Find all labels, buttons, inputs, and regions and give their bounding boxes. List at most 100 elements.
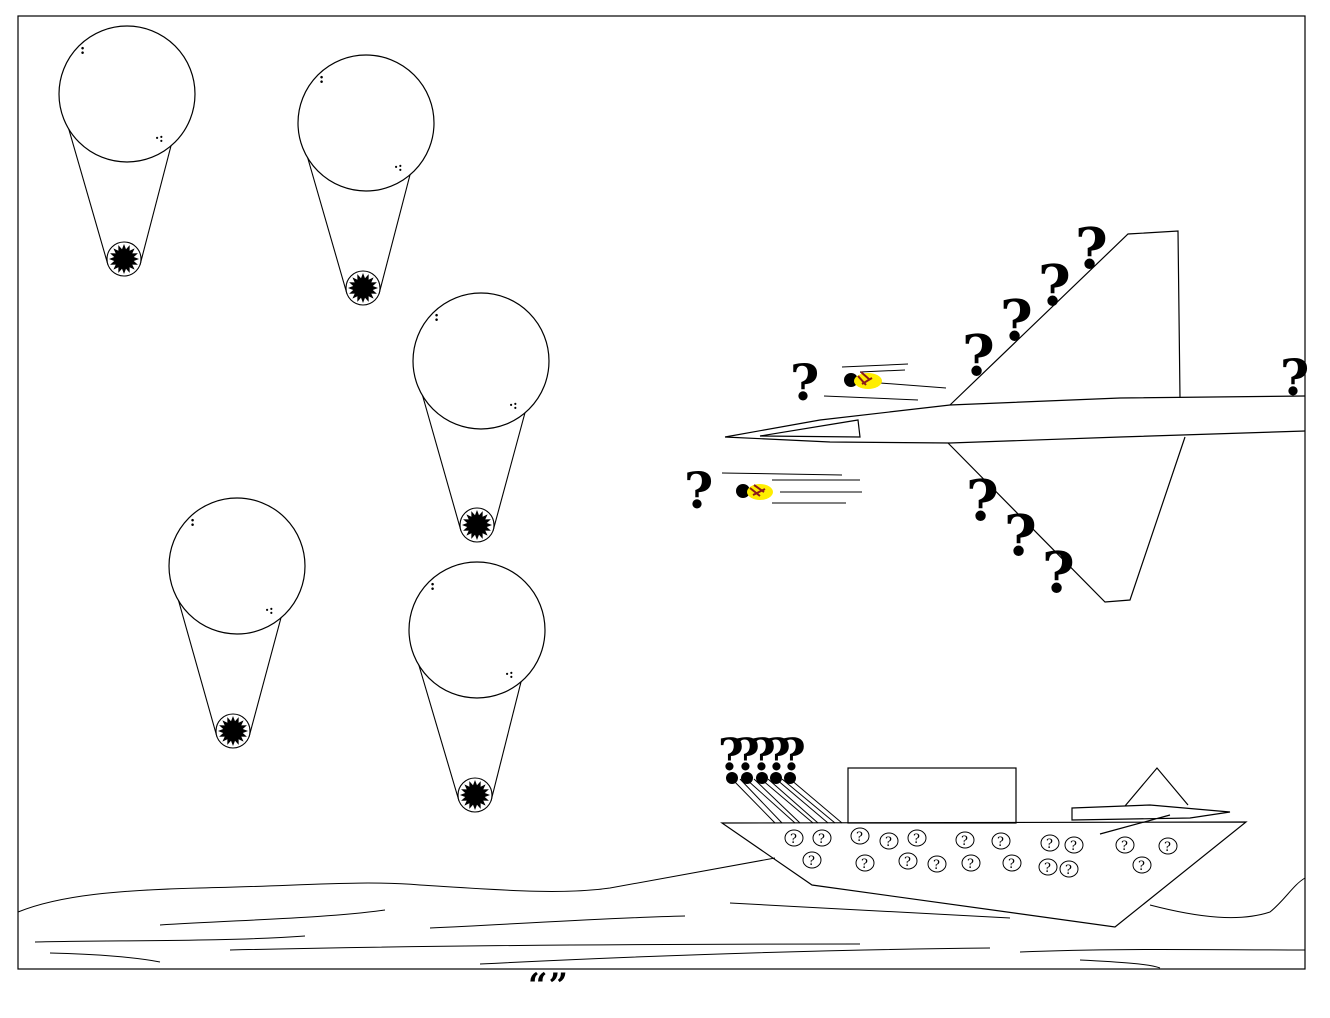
spiky-bomb-icon: [462, 510, 492, 540]
picture-frame: [17, 15, 1306, 970]
balloon-rope: [378, 170, 412, 295]
balloon-mark: ·:: [155, 131, 164, 145]
missile-bomb: [844, 373, 858, 387]
porthole: ?: [802, 851, 822, 869]
svg-text:?: ?: [1046, 837, 1053, 852]
question-mark-icon: ?: [962, 323, 995, 389]
missile-ember: [857, 371, 873, 386]
svg-text:?: ?: [856, 830, 863, 845]
balloon: : ·:: [412, 292, 550, 543]
balloon-rope: [139, 141, 173, 266]
svg-text:?: ?: [967, 857, 974, 872]
question-mark-icon: ?: [1038, 253, 1071, 319]
missile-lower: [736, 484, 773, 500]
question-mark-icon: ?: [1004, 503, 1037, 569]
porthole: ?: [991, 832, 1011, 850]
warship: [720, 767, 1248, 928]
question-mark-icon: ?: [780, 730, 806, 781]
svg-text:?: ?: [1044, 861, 1051, 876]
svg-text:?: ?: [997, 835, 1004, 850]
porthole: ?: [850, 827, 870, 845]
question-mark-icon: ?: [1042, 540, 1075, 606]
porthole: ?: [1059, 860, 1079, 878]
bottom-caption: “”: [528, 966, 570, 1006]
svg-text:?: ?: [790, 832, 797, 847]
porthole: ?: [879, 832, 899, 850]
balloon-rope: [418, 382, 462, 532]
svg-text:?: ?: [933, 858, 940, 873]
porthole: ?: [855, 854, 875, 872]
svg-text:?: ?: [1065, 863, 1072, 878]
porthole: ?: [812, 829, 832, 847]
svg-text:?: ?: [1164, 840, 1171, 855]
svg-text:?: ?: [808, 854, 815, 869]
svg-text:?: ?: [961, 834, 968, 849]
svg-text:?: ?: [1121, 839, 1128, 854]
balloon: : ·:: [408, 561, 546, 813]
ship-portholes: ????????????????????: [784, 827, 1178, 878]
balloon-mark: :: [430, 578, 435, 594]
porthole: ?: [1040, 834, 1060, 852]
ship-cannons: [731, 778, 843, 824]
question-mark-icon: ?: [718, 730, 744, 781]
svg-text:?: ?: [1008, 857, 1015, 872]
balloon-mark: :: [319, 71, 324, 87]
balloon-rope: [490, 677, 523, 802]
spiky-bomb-icon: [348, 273, 378, 303]
svg-text:?: ?: [1138, 859, 1145, 874]
balloon-mark: ·:: [265, 603, 274, 617]
balloon-group: :·::·::·::·::·:: [58, 25, 550, 813]
balloon-envelope: [412, 292, 550, 430]
missile-bomb: [736, 484, 750, 498]
spiky-bomb-icon: [218, 716, 248, 746]
balloon: : ·:: [168, 497, 306, 749]
ship-question-marks: ?????: [718, 730, 806, 781]
balloon-envelope: [408, 561, 546, 699]
missile-upper: [844, 371, 882, 389]
balloon-envelope: [168, 497, 306, 635]
balloon-envelope: [297, 54, 435, 192]
question-mark-icon: ?: [734, 730, 760, 781]
question-mark-icon: ?: [1280, 348, 1309, 407]
ship-hull: [720, 821, 1248, 928]
porthole: ?: [1002, 854, 1022, 872]
balloon-mark: :: [80, 42, 85, 58]
porthole: ?: [898, 852, 918, 870]
svg-text:?: ?: [1070, 839, 1077, 854]
balloon-rope: [303, 144, 348, 295]
missile-ember: [749, 484, 766, 497]
balloon-mark: ·:: [394, 160, 403, 174]
question-mark-icon: ?: [1000, 288, 1033, 354]
question-mark-icon: ?: [1075, 216, 1108, 282]
question-mark-icon: ?: [765, 730, 791, 781]
svg-text:?: ?: [904, 855, 911, 870]
jet-question-marks: ??????????: [684, 216, 1309, 606]
svg-text:?: ?: [885, 835, 892, 850]
porthole: ?: [784, 829, 804, 847]
balloon: : ·:: [297, 54, 435, 306]
porthole: ?: [961, 854, 981, 872]
balloon-envelope: [58, 25, 196, 163]
missile-trails: [721, 363, 947, 504]
porthole: ?: [927, 855, 947, 873]
balloon-mark: :: [434, 309, 439, 325]
question-mark-icon: ?: [966, 468, 999, 534]
porthole: ?: [955, 831, 975, 849]
deck-plane: [1071, 767, 1231, 835]
porthole: ?: [1132, 856, 1152, 874]
sea-waves: [17, 857, 1306, 969]
balloon-mark: :: [190, 514, 195, 530]
balloon-rope: [248, 613, 283, 738]
balloon-rope: [174, 587, 218, 738]
balloon-mark: ·:: [509, 398, 518, 412]
jet-lower-wing: [947, 436, 1186, 603]
porthole: ?: [907, 829, 927, 847]
spiky-bomb-icon: [109, 244, 139, 274]
fighter-jet: [721, 230, 1306, 603]
spiky-bomb-icon: [460, 780, 490, 810]
balloon-mark: ·:: [505, 667, 514, 681]
question-mark-icon: ?: [790, 353, 819, 412]
question-mark-icon: ?: [750, 730, 776, 781]
porthole: ?: [1064, 836, 1084, 854]
